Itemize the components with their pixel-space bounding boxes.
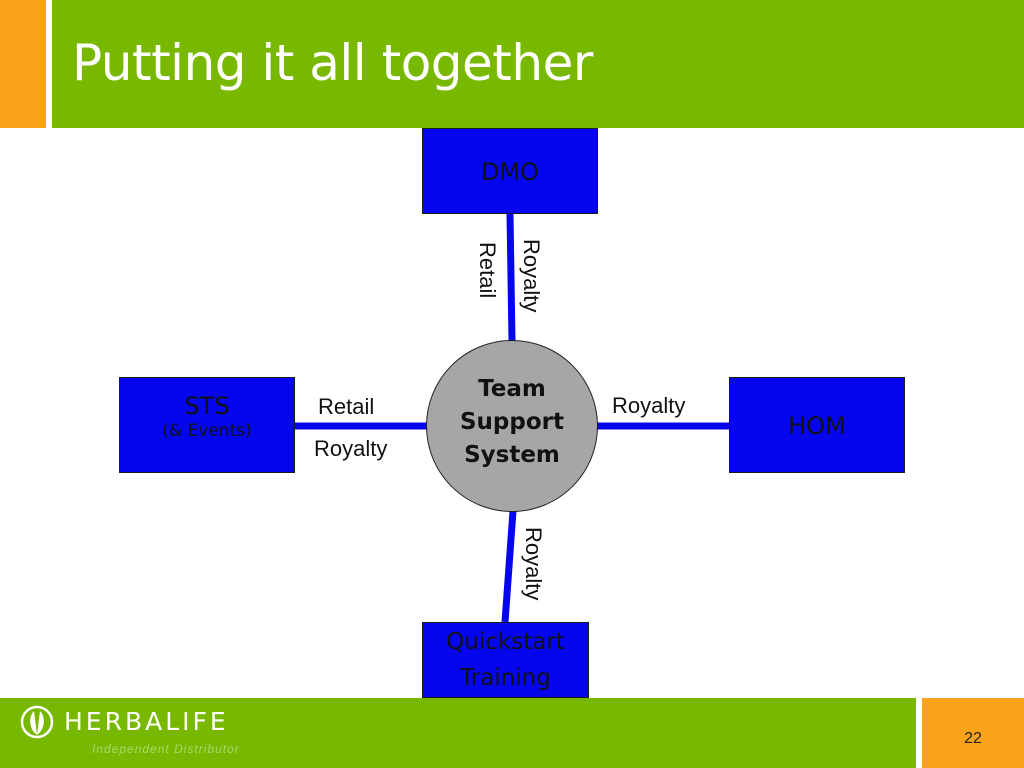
page-number: 22 xyxy=(964,730,982,747)
hub-line-2: Support xyxy=(459,409,564,435)
herbalife-leaf-icon xyxy=(20,705,54,739)
edge-label-left-retail: Retail xyxy=(318,394,375,419)
hub-label: Team Support System xyxy=(426,373,598,472)
hub-circle xyxy=(426,340,598,512)
node-quickstart-line-2: Training xyxy=(460,664,551,691)
brand-subtitle: Independent Distributor xyxy=(92,742,240,756)
node-sts-label: STS xyxy=(184,392,230,420)
edge-label-right-royalty: Royalty xyxy=(612,393,686,418)
node-sts: STS (& Events) xyxy=(119,377,295,473)
hub-line-1: Team xyxy=(478,376,546,402)
connector-bottom xyxy=(501,510,517,623)
brand-name: HERBALIFE xyxy=(64,707,229,736)
node-sts-sublabel: (& Events) xyxy=(162,420,252,441)
edge-label-left-royalty: Royalty xyxy=(314,436,388,461)
slide-title: Putting it all together xyxy=(72,34,593,92)
node-hom-label: HOM xyxy=(788,412,846,440)
node-quickstart-training: Quickstart Training xyxy=(422,622,589,698)
header-accent-bar xyxy=(0,0,46,128)
edge-label-top-royalty: Royalty xyxy=(519,239,544,313)
connector-top xyxy=(506,213,516,342)
footer-bar xyxy=(0,698,916,768)
edge-label-top-retail: Retail xyxy=(475,242,500,299)
footer-accent-bar xyxy=(922,698,1024,768)
edge-label-bottom-royalty: Royalty xyxy=(521,527,546,601)
hub-line-3: System xyxy=(464,442,560,468)
node-quickstart-line-1: Quickstart xyxy=(446,629,565,655)
node-dmo: DMO xyxy=(422,128,598,214)
node-dmo-label: DMO xyxy=(480,158,540,186)
header-bar xyxy=(52,0,1024,128)
node-hom: HOM xyxy=(729,377,905,473)
